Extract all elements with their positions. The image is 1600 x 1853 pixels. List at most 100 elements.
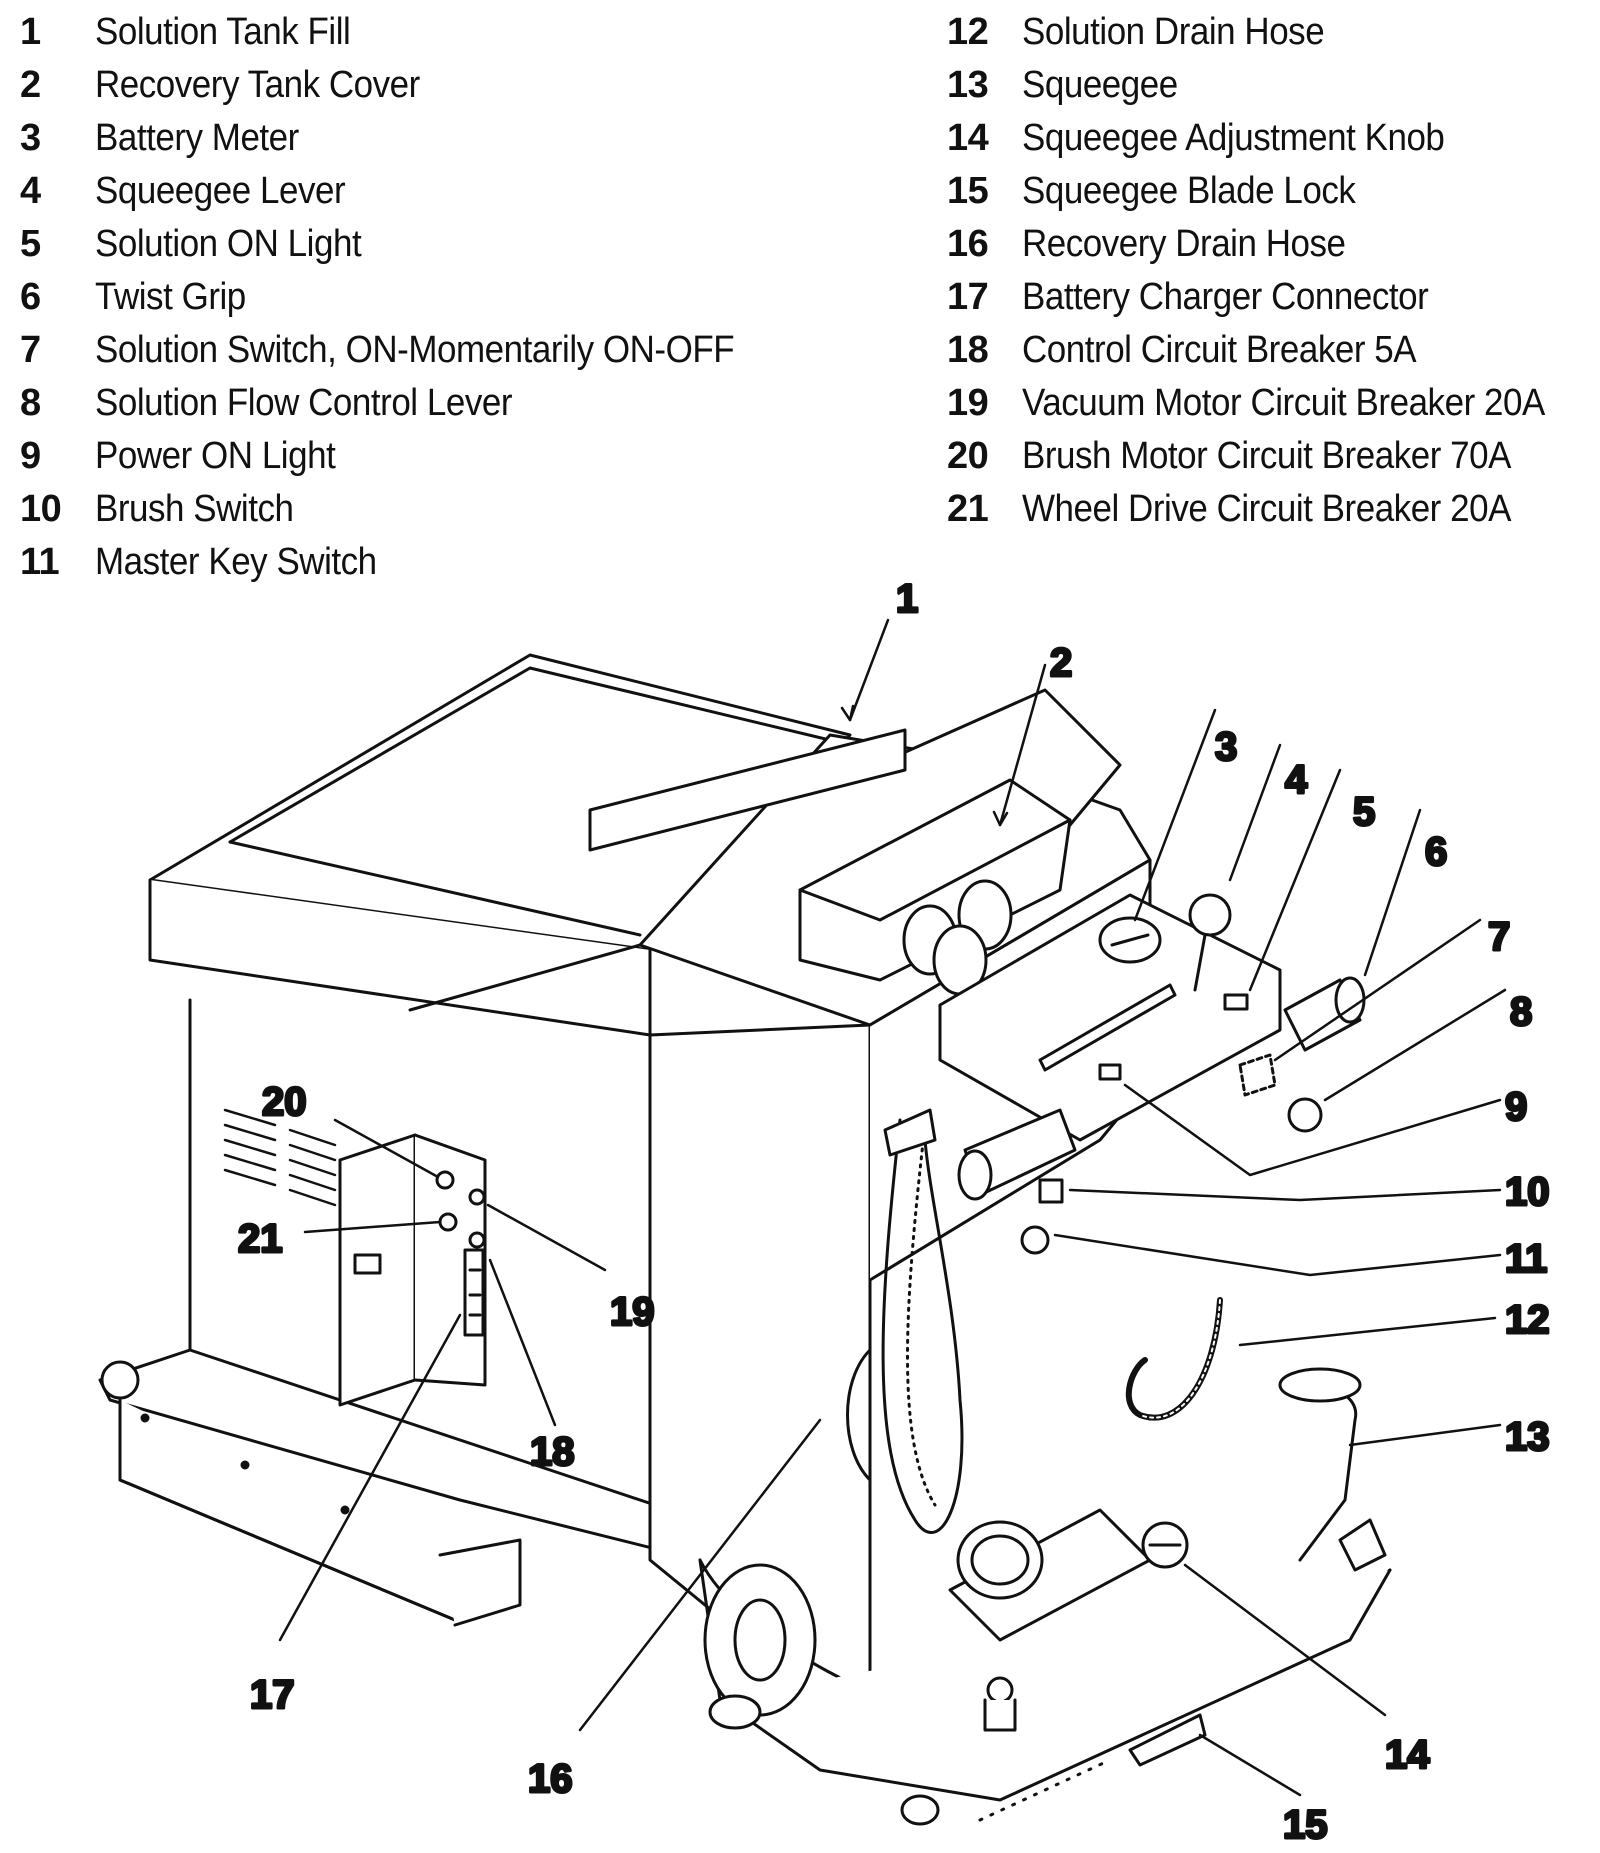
master-key-switch-icon [1020,1225,1050,1255]
legend-label: Squeegee [1022,64,1178,106]
legend-number: 16 [947,223,989,265]
legend-label: Squeegee Blade Lock [1022,170,1356,212]
callout-9: 9 [1505,1085,1527,1129]
legend-number: 6 [20,276,41,318]
legend-item-solution-on-light: 5 Solution ON Light [20,218,790,271]
squeegee-lever-knob-icon [1188,893,1232,937]
callout-12: 12 [1505,1298,1550,1342]
legend-label: Brush Switch [95,488,294,530]
legend-item-solution-switch: 7 Solution Switch, ON-Momentarily ON-OFF [20,324,790,377]
callout-5: 5 [1353,790,1375,834]
legend-item-vacuum-motor-circuit-breaker: 19 Vacuum Motor Circuit Breaker 20A [947,377,1590,430]
callout-19: 19 [610,1290,655,1334]
callout-21: 21 [238,1217,283,1261]
legend-item-squeegee: 13 Squeegee [947,59,1590,112]
legend-label: Wheel Drive Circuit Breaker 20A [1022,488,1511,530]
legend-number: 4 [20,170,41,212]
callout-13: 13 [1505,1415,1550,1459]
recovery-tank-cover [798,778,1072,982]
callout-8: 8 [1510,990,1532,1034]
legend-number: 12 [947,11,989,53]
legend-item-recovery-drain-hose: 16 Recovery Drain Hose [947,218,1590,271]
legend-item-power-on-light: 9 Power ON Light [20,430,790,483]
legend-number: 15 [947,170,989,212]
legend-label: Battery Charger Connector [1022,276,1429,318]
legend-item-battery-meter: 3 Battery Meter [20,112,790,165]
legend-left-column: 1 Solution Tank Fill 2 Recovery Tank Cover… [20,6,790,589]
legend-label: Vacuum Motor Circuit Breaker 20A [1022,382,1545,424]
solution-fill-opening [588,728,907,852]
callout-3: 3 [1215,725,1237,769]
callout-15: 15 [1283,1803,1328,1847]
legend-label: Battery Meter [95,117,299,159]
callout-11: 11 [1505,1237,1547,1281]
legend-item-solution-tank-fill: 1 Solution Tank Fill [20,6,790,59]
callout-10: 10 [1505,1170,1550,1214]
legend-item-solution-drain-hose: 12 Solution Drain Hose [947,6,1590,59]
legend-label: Solution Switch, ON-Momentarily ON-OFF [95,329,735,371]
legend-label: Recovery Tank Cover [95,64,420,106]
legend-number: 14 [947,117,989,159]
callout-7: 7 [1488,915,1510,959]
legend-label: Solution Drain Hose [1022,11,1325,53]
legend-label: Twist Grip [95,276,246,318]
legend-item-squeegee-blade-lock: 15 Squeegee Blade Lock [947,165,1590,218]
legend-number: 9 [20,435,41,477]
floor-scrubber-diagram: 1 2 3 4 5 6 7 8 9 10 11 12 13 14 15 16 1… [98,576,1551,1849]
legend-label: Solution ON Light [95,223,362,265]
legend-item-squeegee-adjustment-knob: 14 Squeegee Adjustment Knob [947,112,1590,165]
legend-number: 18 [947,329,989,371]
callout-4: 4 [1285,758,1308,802]
breaker-21-icon [438,1212,458,1232]
legend-number: 13 [947,64,989,106]
legend-item-solution-flow-control-lever: 8 Solution Flow Control Lever [20,377,790,430]
callout-6: 6 [1425,830,1447,874]
control-console [938,893,1366,1255]
legend-label: Solution Tank Fill [95,11,351,53]
breaker-19-icon [468,1188,486,1206]
callout-2: 2 [1050,641,1072,685]
legend-number: 1 [20,11,41,53]
legend-number: 7 [20,329,41,371]
legend-number: 3 [20,117,41,159]
legend-number: 10 [20,488,62,530]
callout-leaders [278,618,1507,1797]
legend-label: Squeegee Adjustment Knob [1022,117,1445,159]
legend-number: 11 [20,541,60,583]
legend-item-control-circuit-breaker: 18 Control Circuit Breaker 5A [947,324,1590,377]
solution-switch-icon [1238,1053,1277,1097]
circuit-breaker-panel [338,1133,487,1407]
legend-item-twist-grip: 6 Twist Grip [20,271,790,324]
callout-17: 17 [250,1673,295,1717]
breaker-20-icon [435,1170,455,1190]
legend-label: Brush Motor Circuit Breaker 70A [1022,435,1511,477]
brush-switch-icon [1038,1178,1064,1204]
legend-number: 19 [947,382,989,424]
legend-label: Solution Flow Control Lever [95,382,513,424]
legend-number: 2 [20,64,41,106]
legend-number: 17 [947,276,989,318]
solution-drain-hose [1125,1297,1223,1421]
legend-item-recovery-tank-cover: 2 Recovery Tank Cover [20,59,790,112]
drive-wheel [703,1563,817,1717]
legend-number: 20 [947,435,989,477]
callout-20: 20 [262,1080,307,1124]
vacuum-hose-coil [956,1520,1044,1600]
breaker-18-icon [468,1231,486,1249]
squeegee-assembly [698,1367,1392,1826]
legend-number: 5 [20,223,41,265]
legend-number: 8 [20,382,41,424]
legend-item-battery-charger-connector: 17 Battery Charger Connector [947,271,1590,324]
callout-18: 18 [530,1430,575,1474]
callout-1: 1 [896,577,918,621]
legend-label: Control Circuit Breaker 5A [1022,329,1417,371]
callout-16: 16 [528,1757,573,1801]
flow-control-lever-icon [1287,1097,1323,1133]
legend-label: Power ON Light [95,435,336,477]
legend-label: Recovery Drain Hose [1022,223,1346,265]
squeegee-blade-lock-icon [1128,1713,1207,1767]
